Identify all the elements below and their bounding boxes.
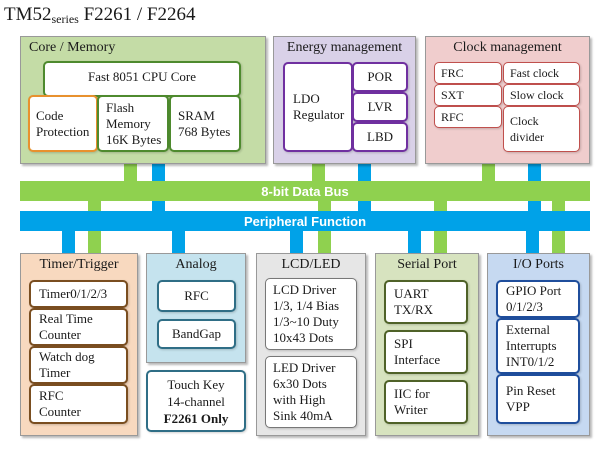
frc-label: FRC bbox=[441, 66, 464, 80]
lbd-box: LBD bbox=[352, 122, 408, 152]
cpu-core-box: Fast 8051 CPU Core bbox=[43, 61, 241, 97]
gpio-port-box: GPIO Port 0/1/2/3 bbox=[496, 280, 580, 318]
pin-reset-box: Pin Reset VPP bbox=[496, 374, 580, 424]
real-time-counter-box: Real Time Counter bbox=[29, 308, 128, 346]
lcd-driver-box: LCD Driver 1/3, 1/4 Bias 1/3~10 Duty 10x… bbox=[265, 278, 357, 350]
connector-timer-blue bbox=[62, 230, 75, 254]
lvr-box: LVR bbox=[352, 92, 408, 122]
sxt-box: SXT bbox=[434, 84, 502, 106]
diagram-title: TM52series F2261 / F2264 bbox=[4, 4, 196, 27]
slow-clock-box: Slow clock bbox=[503, 84, 580, 106]
data-bus-label: 8-bit Data Bus bbox=[261, 183, 349, 199]
serial-port-title: Serial Port bbox=[397, 257, 457, 272]
rfc-counter-box: RFC Counter bbox=[29, 384, 128, 424]
slow-clock-label: Slow clock bbox=[510, 88, 564, 102]
led-driver-box: LED Driver 6x30 Dots with High Sink 40mA bbox=[265, 356, 357, 428]
lcd-led-title: LCD/LED bbox=[281, 257, 341, 272]
connector-core-green bbox=[124, 163, 137, 183]
peripheral-bus: Peripheral Function bbox=[20, 211, 590, 231]
por-label: POR bbox=[367, 69, 393, 84]
rfc-clock-box: RFC bbox=[434, 106, 502, 128]
core-memory-title: Core / Memory bbox=[29, 40, 116, 55]
rfc-clock-label: RFC bbox=[441, 110, 464, 124]
connector-energy-green bbox=[312, 163, 325, 183]
touch-key-note: F2261 Only bbox=[163, 410, 229, 426]
bandgap-box: BandGap bbox=[157, 319, 236, 349]
connector-lcd-blue bbox=[290, 230, 303, 254]
data-bus: 8-bit Data Bus bbox=[20, 181, 590, 201]
peripheral-bus-label: Peripheral Function bbox=[243, 213, 367, 229]
rfc-analog-label: RFC bbox=[184, 288, 209, 303]
por-box: POR bbox=[352, 62, 408, 92]
clock-divider-box: Clock divider bbox=[503, 106, 580, 152]
sxt-label: SXT bbox=[441, 88, 464, 102]
frc-box: FRC bbox=[434, 62, 502, 84]
energy-management-title: Energy management bbox=[286, 40, 403, 55]
connector-io-blue bbox=[526, 230, 539, 254]
code-protection-box: Code Protection bbox=[28, 95, 98, 152]
title-rest: F2261 / F2264 bbox=[78, 4, 196, 25]
external-interrupts-box: External Interrupts INT0/1/2 bbox=[496, 318, 580, 374]
connector-serial-blue bbox=[408, 230, 421, 254]
title-subscript: series bbox=[51, 12, 79, 26]
analog-title: Analog bbox=[175, 257, 217, 272]
spi-box: SPI Interface bbox=[384, 330, 468, 374]
sram-box: SRAM 768 Bytes bbox=[169, 95, 241, 152]
lbd-label: LBD bbox=[367, 129, 393, 144]
timer0123-box: Timer0/1/2/3 bbox=[29, 280, 128, 308]
rfc-analog-box: RFC bbox=[157, 280, 236, 312]
lvr-label: LVR bbox=[367, 99, 393, 114]
connector-clock-green bbox=[482, 163, 495, 183]
watchdog-timer-box: Watch dog Timer bbox=[29, 346, 128, 384]
cpu-core-label: Fast 8051 CPU Core bbox=[88, 69, 196, 84]
flash-memory-box: Flash Memory 16K Bytes bbox=[97, 95, 169, 152]
touch-key-label: Touch Key 14-channel bbox=[167, 376, 225, 409]
clock-management-title: Clock management bbox=[453, 40, 562, 55]
iic-box: IIC for Writer bbox=[384, 380, 468, 424]
connector-analog-blue bbox=[172, 230, 185, 254]
touch-key-box: Touch Key 14-channel F2261 Only bbox=[146, 370, 246, 432]
bandgap-label: BandGap bbox=[171, 326, 222, 341]
io-ports-title: I/O Ports bbox=[513, 257, 564, 272]
ldo-regulator-box: LDO Regulator bbox=[283, 62, 353, 152]
uart-box: UART TX/RX bbox=[384, 280, 468, 324]
fast-clock-label: Fast clock bbox=[510, 66, 559, 80]
fast-clock-box: Fast clock bbox=[503, 62, 580, 84]
timer-trigger-title: Timer/Trigger bbox=[39, 257, 119, 272]
title-main: TM52 bbox=[4, 4, 52, 25]
